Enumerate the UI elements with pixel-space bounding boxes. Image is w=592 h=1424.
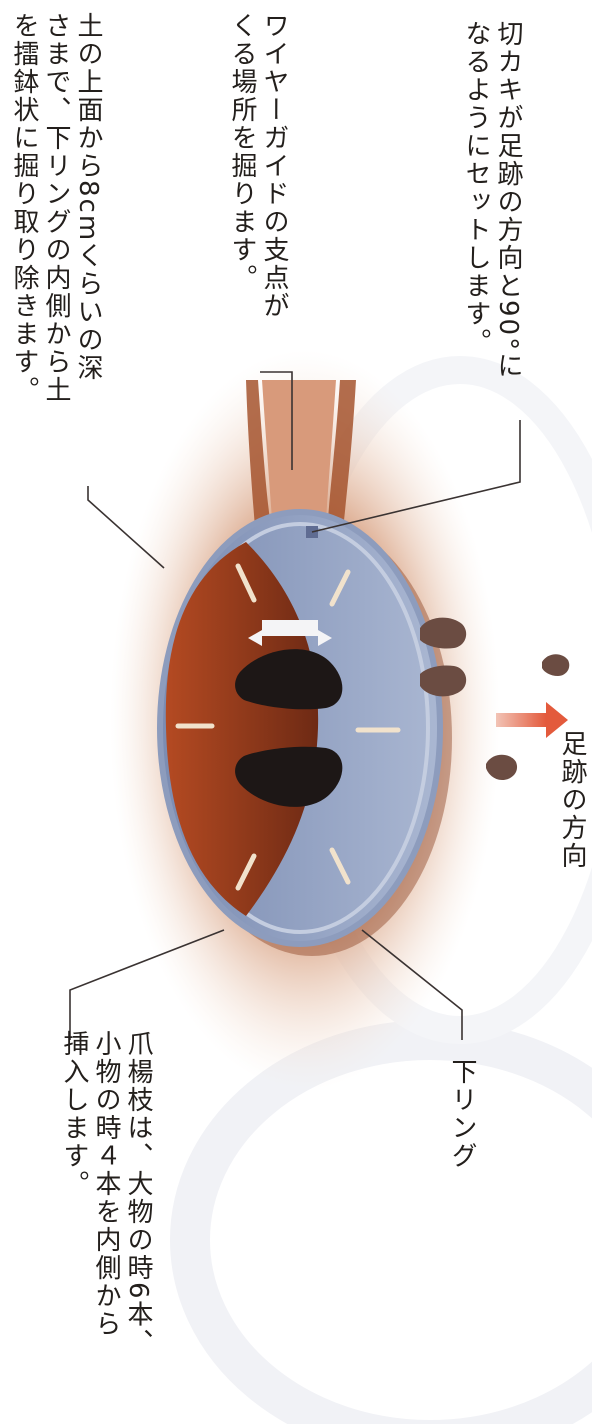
footprint-icon [420,618,466,649]
label-lower-ring: 下リング [446,1058,478,1170]
annotation-line: 土の上面から8cmくらいの深 [73,12,103,382]
annotation-wire-guide: ワイヤーガイドの支点が くる場所を掘ります。 [226,12,290,320]
annotation-line: ワイヤーガイドの支点が [259,12,289,320]
annotation-line: くる場所を掘ります。 [227,12,257,292]
annotation-line: 挿入します。 [59,1030,89,1198]
annotation-claw-stick: 爪楊枝は、大物の時6本、 小物の時４本を内側から 挿入します。 [58,1030,154,1357]
annotation-line: 爪楊枝は、大物の時6本、 [123,1030,153,1357]
annotation-line: を擂鉢状に掘り取り除きます。 [9,12,39,404]
footprint-icon [420,665,466,696]
annotation-line: なるようにセットします。 [461,20,491,356]
footprint-small-icon [542,654,569,676]
background-ellipse [190,1040,592,1424]
label-footprint-direction: 足跡の方向 [556,730,588,870]
annotation-line: さまで、下リングの内側から土 [41,12,71,404]
annotation-dig-soil: 土の上面から8cmくらいの深 さまで、下リングの内側から土 を擂鉢状に掘り取り除… [8,12,104,404]
annotation-cut-notch: 切カキが足跡の方向と90°に なるようにセットします。 [460,20,524,380]
wire-guide-trench-floor [262,380,336,520]
annotation-line: 切カキが足跡の方向と90°に [493,20,523,380]
annotation-line: 小物の時４本を内側から [91,1030,121,1338]
